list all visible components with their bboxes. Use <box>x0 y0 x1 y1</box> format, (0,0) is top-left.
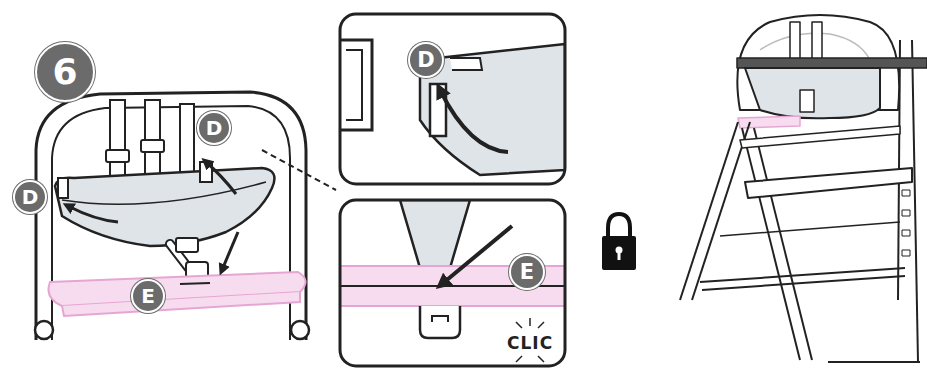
callout-letter: E <box>509 254 545 290</box>
sound-text: CLIC <box>507 335 553 352</box>
callout-letter: E <box>131 279 165 313</box>
callout-letter: D <box>13 180 47 214</box>
callout-letter: 6 <box>35 42 95 102</box>
callout-letter: D <box>408 42 444 78</box>
leader-line <box>262 150 336 190</box>
lock-icon <box>602 214 636 270</box>
high-chair-seat <box>35 92 309 340</box>
detail-inset <box>340 14 565 184</box>
assembled-high-chair <box>680 15 927 362</box>
callout-letter: D <box>197 111 231 145</box>
detail-inset <box>336 200 571 366</box>
